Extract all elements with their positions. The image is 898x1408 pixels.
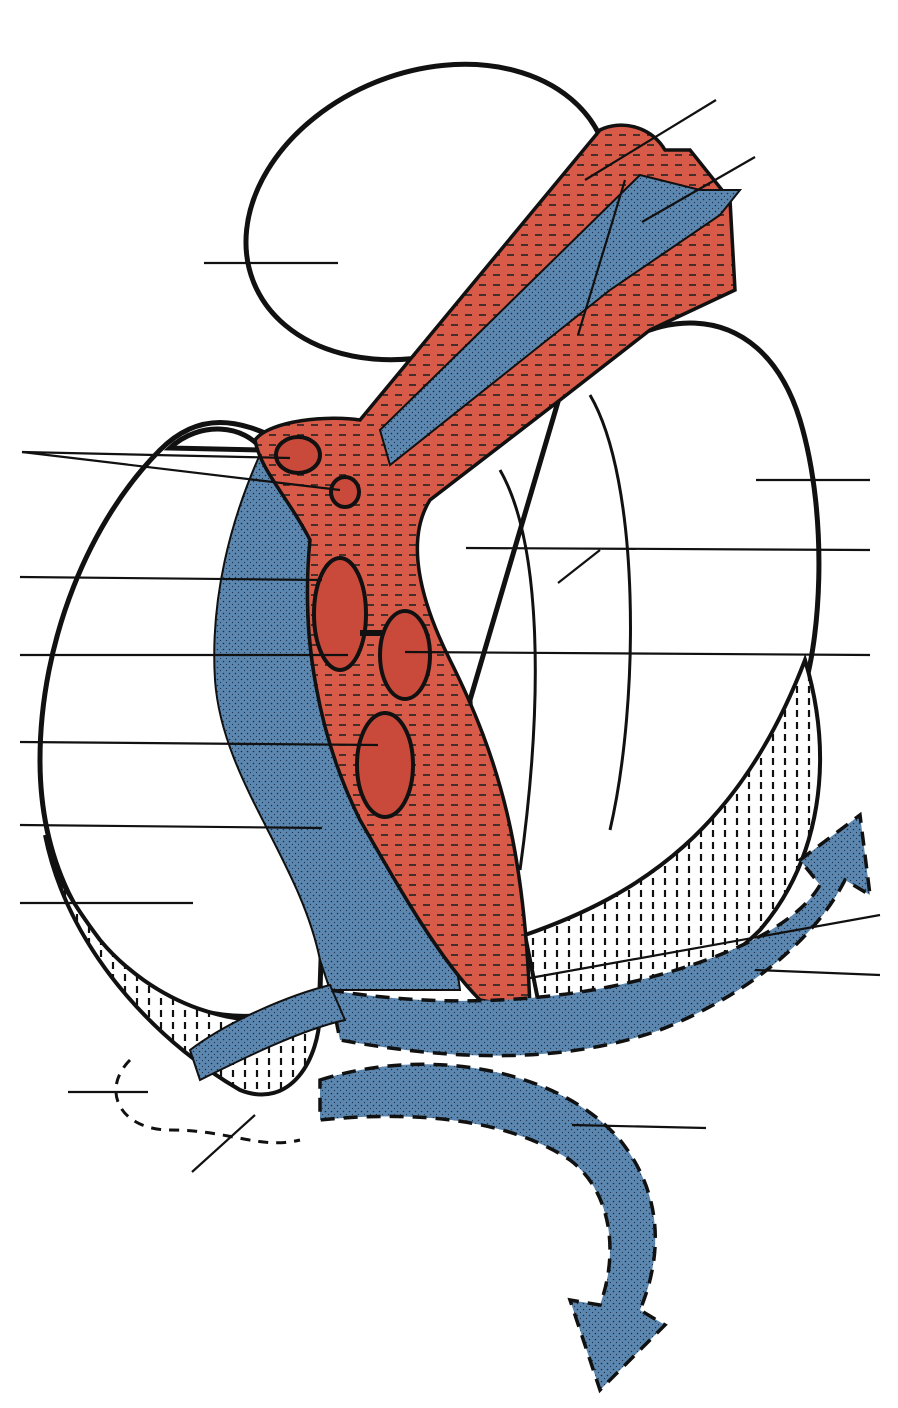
- leader-left-3: [19, 740, 379, 747]
- leader-lower-right: [571, 1123, 707, 1130]
- leader-small-valves-a: [21, 450, 291, 460]
- large-valve-opening-right: [378, 609, 432, 701]
- leader-right-2: [465, 546, 871, 552]
- small-valve-ring-top: [274, 435, 322, 475]
- leader-lower-left-b: [191, 1114, 256, 1173]
- large-valve-opening-upper: [312, 556, 368, 672]
- leader-top-right-b: [641, 156, 756, 223]
- leader-left-4: [19, 823, 323, 830]
- right-chamber-mid-arc: [588, 394, 632, 831]
- small-valve-ring-second: [329, 475, 361, 509]
- dashed-loop-lower-left: [114, 1058, 301, 1145]
- leader-right-2-tick: [557, 549, 601, 584]
- leader-right-4: [529, 913, 881, 980]
- leader-right-3: [404, 650, 871, 657]
- blue-left-branch: [188, 983, 347, 1082]
- leader-lines: [19, 99, 881, 1173]
- blue-arrow-downward: [318, 1062, 668, 1394]
- leader-top-right-a: [584, 99, 717, 181]
- right-chamber-inner-arc: [498, 469, 537, 871]
- leader-top-right-c: [576, 179, 627, 336]
- large-valve-opening-lower: [355, 711, 415, 819]
- leader-left-1: [19, 575, 323, 582]
- leader-right-5: [754, 968, 881, 977]
- blue-inner-stripe: [378, 173, 743, 467]
- leader-small-valves-b: [21, 450, 341, 492]
